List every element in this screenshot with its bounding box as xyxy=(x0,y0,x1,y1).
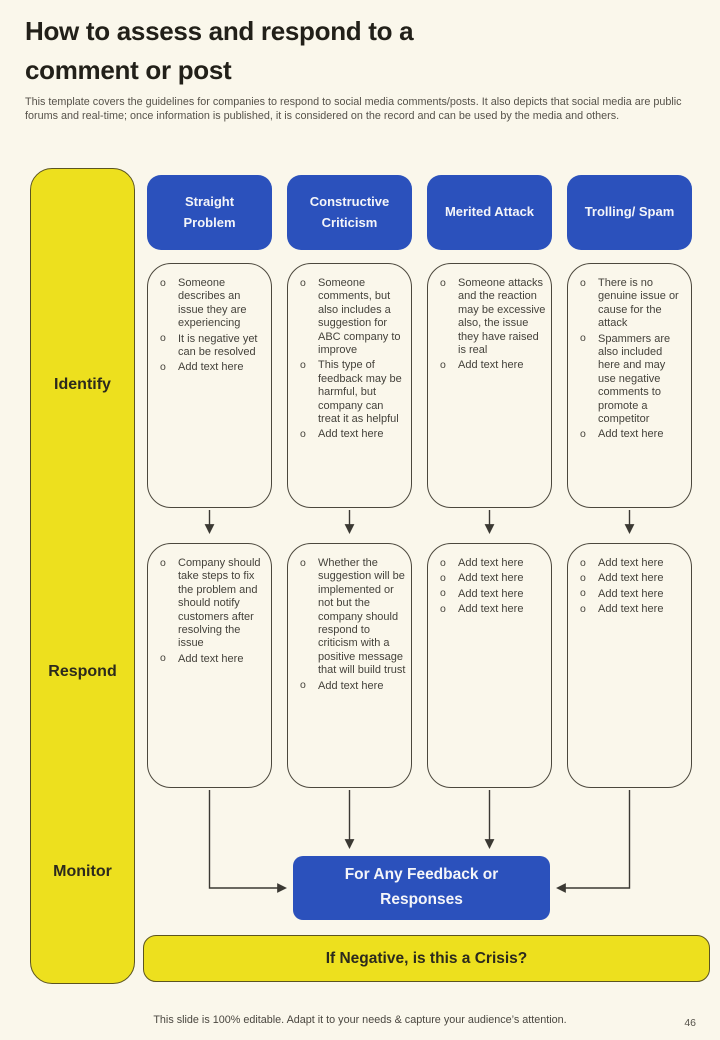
feedback-box: For Any Feedback or Responses xyxy=(293,856,550,920)
phase-label-identify: Identify xyxy=(54,376,111,393)
bullet-item: Someone comments, but also includes a su… xyxy=(293,276,406,357)
bullet-item: Add text here xyxy=(433,359,546,372)
bullet-item: Add text here xyxy=(573,603,686,616)
bullet-item: Add text here xyxy=(293,679,406,693)
bullet-item: Spammers are also included here and may … xyxy=(573,332,686,427)
crisis-bar: If Negative, is this a Crisis? xyxy=(143,935,710,982)
bullet-item: Add text here xyxy=(433,572,546,585)
bullet-list: There is no genuine issue or cause for t… xyxy=(568,264,691,442)
bullet-item: This type of feedback may be harmful, bu… xyxy=(293,359,406,426)
bullet-item: Add text here xyxy=(153,652,266,666)
identify-box-straight-problem: Someone describes an issue they are expe… xyxy=(147,263,272,508)
bullet-list: Someone attacks and the reaction may be … xyxy=(428,264,551,373)
column-header-merited-attack: Merited Attack xyxy=(427,175,552,250)
bullet-item: Add text here xyxy=(293,428,406,441)
bullet-item: Add text here xyxy=(573,572,686,585)
bullet-item: Add text here xyxy=(433,556,546,570)
bullet-item: Add text here xyxy=(433,603,546,616)
respond-box-merited-attack: Add text hereAdd text hereAdd text hereA… xyxy=(427,543,552,788)
page-number: 46 xyxy=(684,1017,696,1029)
bullet-item: Add text here xyxy=(573,587,686,601)
bullet-list: Add text hereAdd text hereAdd text hereA… xyxy=(428,544,551,617)
identify-box-trolling-spam: There is no genuine issue or cause for t… xyxy=(567,263,692,508)
page-description: This template covers the guidelines for … xyxy=(25,96,682,122)
bullet-list: Whether the suggestion will be implement… xyxy=(288,544,411,693)
footer: This slide is 100% editable. Adapt it to… xyxy=(0,1014,720,1029)
bullet-list: Company should take steps to fix the pro… xyxy=(148,544,271,666)
bullet-item: Add text here xyxy=(573,428,686,441)
bullet-list: Add text hereAdd text hereAdd text hereA… xyxy=(568,544,691,617)
identify-box-constructive-criticism: Someone comments, but also includes a su… xyxy=(287,263,412,508)
bullet-item: It is negative yet can be resolved xyxy=(153,332,266,360)
respond-box-constructive-criticism: Whether the suggestion will be implement… xyxy=(287,543,412,788)
page-title: How to assess and respond to a comment o… xyxy=(25,16,414,85)
bullet-item: Add text here xyxy=(153,361,266,374)
bullet-item: Someone describes an issue they are expe… xyxy=(153,277,266,331)
bullet-item: There is no genuine issue or cause for t… xyxy=(573,277,686,331)
respond-box-trolling-spam: Add text hereAdd text hereAdd text hereA… xyxy=(567,543,692,788)
phase-rail: Identify Respond Monitor xyxy=(30,168,135,984)
bullet-item: Add text here xyxy=(573,556,686,570)
phase-label-respond: Respond xyxy=(48,663,117,680)
phase-label-monitor: Monitor xyxy=(53,863,112,880)
bullet-item: Company should take steps to fix the pro… xyxy=(153,557,266,651)
bullet-item: Someone attacks and the reaction may be … xyxy=(433,276,546,357)
bullet-item: Whether the suggestion will be implement… xyxy=(293,557,406,678)
column-header-straight-problem: Straight Problem xyxy=(147,175,272,250)
footer-note: This slide is 100% editable. Adapt it to… xyxy=(153,1014,567,1026)
respond-box-straight-problem: Company should take steps to fix the pro… xyxy=(147,543,272,788)
bullet-item: Add text here xyxy=(433,587,546,601)
bullet-list: Someone comments, but also includes a su… xyxy=(288,264,411,442)
identify-box-merited-attack: Someone attacks and the reaction may be … xyxy=(427,263,552,508)
column-header-trolling-spam: Trolling/ Spam xyxy=(567,175,692,250)
bullet-list: Someone describes an issue they are expe… xyxy=(148,264,271,375)
column-header-constructive-criticism: Constructive Criticism xyxy=(287,175,412,250)
